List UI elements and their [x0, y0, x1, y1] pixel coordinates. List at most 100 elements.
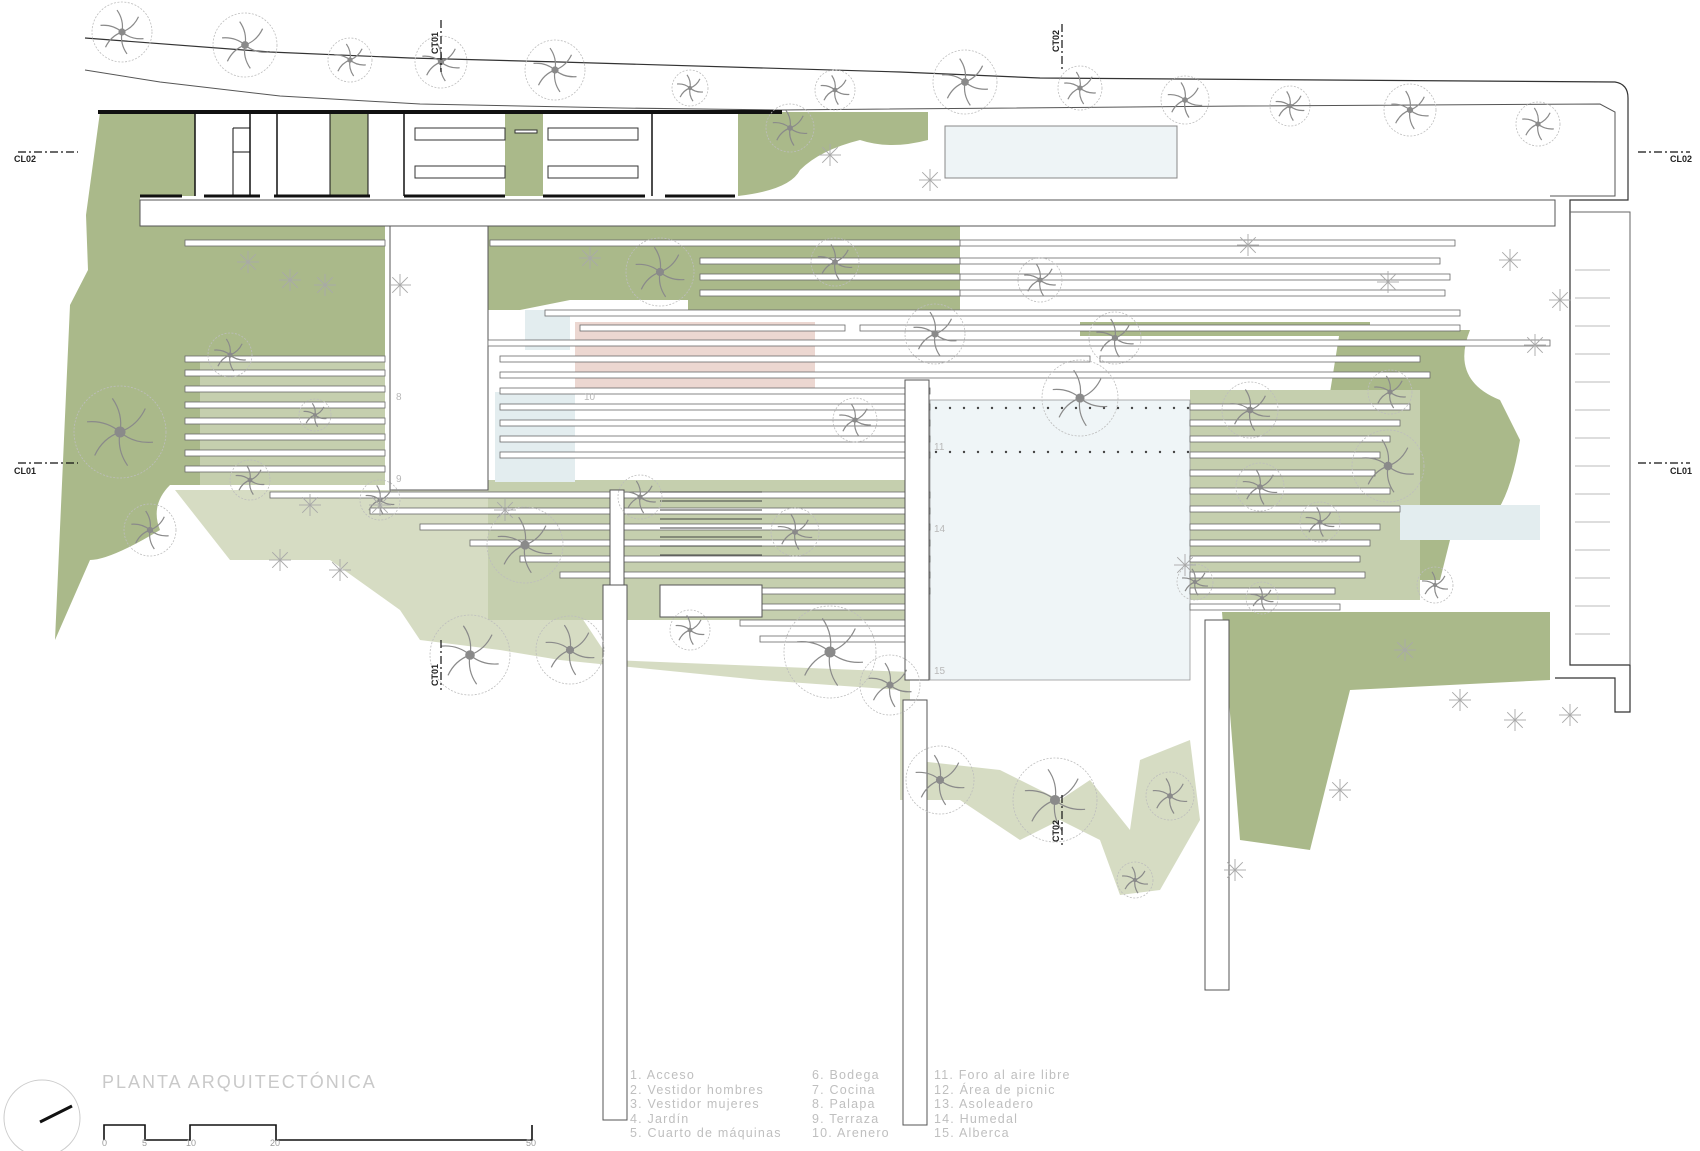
deck-slat	[184, 369, 386, 377]
grid-dot	[1032, 450, 1036, 454]
grid-dot	[962, 406, 966, 410]
legend-item: 7. Cocina	[812, 1082, 876, 1097]
deck-slat	[1189, 403, 1411, 411]
tree	[1299, 501, 1341, 543]
deck-slat	[859, 324, 1461, 332]
grid-dot	[1130, 450, 1134, 454]
room-number: 8	[396, 392, 402, 403]
scale-label: 10	[186, 1138, 197, 1148]
grid-dot	[1060, 450, 1064, 454]
tree	[73, 385, 167, 479]
deck-slat	[579, 324, 846, 332]
tree	[625, 237, 695, 307]
palm	[1559, 704, 1581, 726]
deck-slat	[1189, 469, 1376, 477]
garden-area-mid-light	[200, 360, 1420, 620]
deck-slat	[1189, 419, 1401, 427]
deck-slat	[184, 239, 386, 247]
grid-dot	[1018, 406, 1022, 410]
tree	[1269, 85, 1311, 127]
legend-column-1: 1. Acceso 2. Vestidor hombres 3. Vestido…	[630, 1068, 782, 1141]
deck-slat	[269, 491, 931, 499]
legend-item: 8. Palapa	[812, 1097, 876, 1112]
deck-slat	[499, 371, 1431, 379]
tree	[535, 615, 605, 685]
section-mark-cl02-east: CL02	[1670, 154, 1693, 164]
grid-dot	[1186, 406, 1190, 410]
scale-bar	[103, 1124, 533, 1141]
grid-dot	[1116, 450, 1120, 454]
palm	[269, 549, 291, 571]
grid-dot	[976, 450, 980, 454]
tree	[486, 506, 564, 584]
section-mark-cl01-west: CL01	[14, 466, 37, 476]
north-arrow-needle	[39, 1104, 73, 1124]
deck-slat	[959, 257, 1441, 265]
tree	[1235, 462, 1285, 512]
tree	[1221, 381, 1279, 439]
tree	[932, 49, 998, 115]
tree	[1367, 369, 1413, 415]
tree	[207, 332, 253, 378]
legend-item: 12. Área de picnic	[934, 1082, 1056, 1097]
deck-slat	[499, 451, 931, 459]
tree	[1012, 757, 1098, 843]
grid-dot	[1004, 450, 1008, 454]
tree	[1088, 311, 1142, 365]
grid-dot	[1074, 406, 1078, 410]
grid-dot	[1102, 406, 1106, 410]
grid-dot	[1088, 406, 1092, 410]
deck-slat	[184, 449, 386, 457]
room-number: 14	[934, 524, 946, 535]
grid-dot	[1130, 406, 1134, 410]
legend-item: 3. Vestidor mujeres	[630, 1097, 760, 1112]
grid-dot	[1046, 450, 1050, 454]
section-mark-cl01-east: CL01	[1670, 466, 1693, 476]
deck-slat	[1189, 555, 1361, 563]
grid-dot	[990, 406, 994, 410]
deck-slat	[559, 571, 931, 579]
tree	[617, 474, 663, 520]
section-mark-ct02-south: CT02	[1051, 819, 1062, 843]
tree	[429, 614, 511, 696]
tree	[524, 39, 586, 101]
deck-slat	[419, 523, 931, 531]
palm-shrubs	[237, 144, 1581, 881]
section-mark-cl02-west: CL02	[14, 154, 37, 164]
grid-dot	[1172, 450, 1176, 454]
grid-dot	[1158, 406, 1162, 410]
tree	[671, 69, 709, 107]
palm	[919, 169, 941, 191]
access-drive	[1570, 211, 1631, 665]
palm	[494, 499, 516, 521]
palm	[329, 559, 351, 581]
tree	[810, 237, 860, 287]
grid-dot	[1004, 406, 1008, 410]
grid-dot	[1158, 450, 1162, 454]
legend-item: 15. Alberca	[934, 1126, 1010, 1141]
palm	[237, 251, 259, 273]
legend-item: 14. Humedal	[934, 1111, 1019, 1126]
tree	[212, 12, 278, 78]
deck-slat	[499, 355, 1091, 363]
palm	[1394, 639, 1416, 661]
deck-slat	[499, 403, 931, 411]
room-number: 10	[584, 392, 596, 403]
palm	[1524, 334, 1546, 356]
grid-dot	[934, 406, 938, 410]
garden-area-northcourt	[738, 112, 928, 196]
wetland-area	[1400, 505, 1540, 540]
deck-slat	[499, 435, 931, 443]
legend-item: 9. Terraza	[812, 1111, 880, 1126]
deck-slat	[184, 385, 386, 393]
palm	[1377, 271, 1399, 293]
deck-slat	[184, 355, 386, 363]
deck-main-slab	[139, 199, 1556, 227]
deck-slat	[469, 539, 931, 547]
deck-slat	[499, 419, 931, 427]
locker-benches	[414, 127, 639, 179]
section-mark-ct01-north: CT01	[430, 31, 441, 55]
garden-area-center	[488, 226, 960, 312]
legend-item: 4. Jardín	[630, 1111, 690, 1126]
